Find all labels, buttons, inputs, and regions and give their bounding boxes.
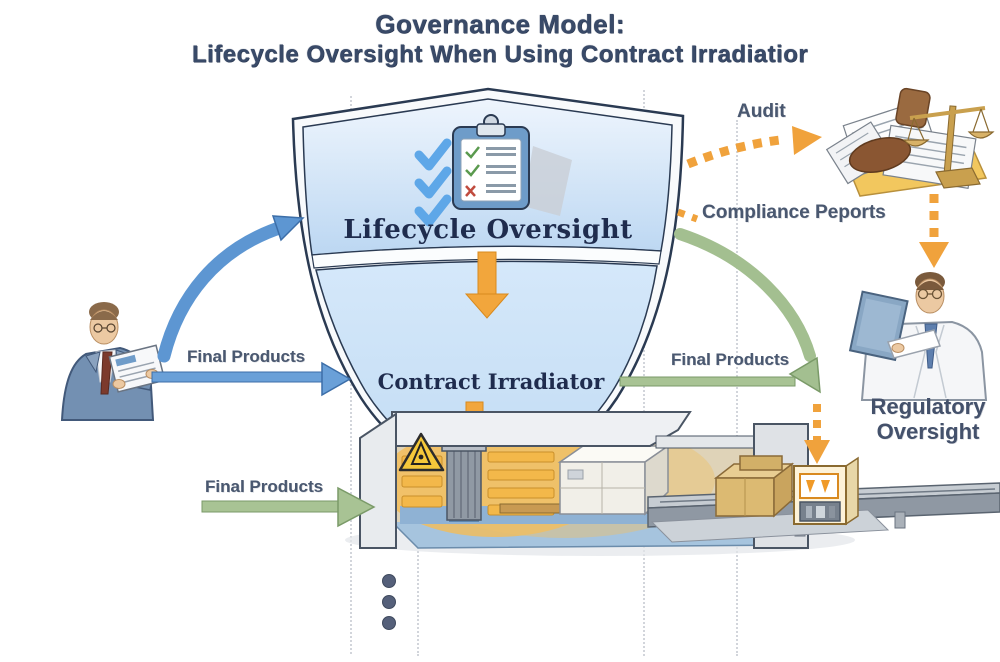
title-line-1: Governance Model: <box>375 9 625 39</box>
compliance-reports-dotted-stub <box>676 208 699 223</box>
contract-irradiator-label: Contract Irradiator <box>377 369 605 394</box>
dotted-guide-line <box>736 120 738 656</box>
facility-left-wall <box>359 412 397 549</box>
final-products-label-manufacturer: Final Products <box>187 347 306 366</box>
audit-label: Audit <box>737 101 786 122</box>
regulator-to-scanner-dotted-arrow <box>804 404 830 464</box>
regulatory-oversight-label: Regulatory Oversight <box>871 394 986 444</box>
final-products-label-outbound: Final Products <box>671 350 790 369</box>
final-products-label-inbound: Final Products <box>205 477 324 496</box>
diagram-title: Governance Model: Lifecycle Oversight Wh… <box>0 8 1000 70</box>
cardboard-boxes-icon <box>713 455 795 518</box>
irradiation-facility-icon <box>345 411 1000 556</box>
regulator-clipboard <box>848 290 909 362</box>
audit-to-regulator-dotted-arrow <box>919 194 949 268</box>
lifecycle-oversight-label: Lifecycle Oversight <box>343 215 633 245</box>
dotted-guide-line <box>643 90 645 656</box>
manufacturer-person-icon <box>60 302 166 421</box>
radiation-warning-icon <box>398 432 445 472</box>
facility-roof <box>391 411 692 447</box>
regulator-person-icon <box>848 272 988 401</box>
source-column <box>441 441 487 522</box>
regulatory-oversight-line-1: Regulatory <box>870 394 986 419</box>
oversight-down-arrow <box>464 251 510 319</box>
scales-icon <box>902 105 995 189</box>
title-line-2: Lifecycle Oversight When Using Contract … <box>191 41 809 68</box>
audit-dotted-arrow-orange <box>686 126 822 169</box>
clipboard-checklist-icon <box>452 114 572 216</box>
final-products-outbound-arrow-green <box>619 228 821 394</box>
ellipsis-dots-icon <box>382 574 396 630</box>
final-products-inbound-arrow-blue <box>151 361 352 397</box>
blue-checkmarks-icon <box>414 138 452 227</box>
manufacturer-to-oversight-arrow <box>157 215 305 363</box>
final-products-bottom-arrow-green <box>201 486 376 528</box>
regulatory-oversight-line-2: Oversight <box>876 419 980 444</box>
audit-documents-gavel-scales-icon <box>825 87 995 197</box>
compliance-reports-label: Compliance Peports <box>702 202 886 223</box>
scanner-machine-icon <box>793 456 859 526</box>
